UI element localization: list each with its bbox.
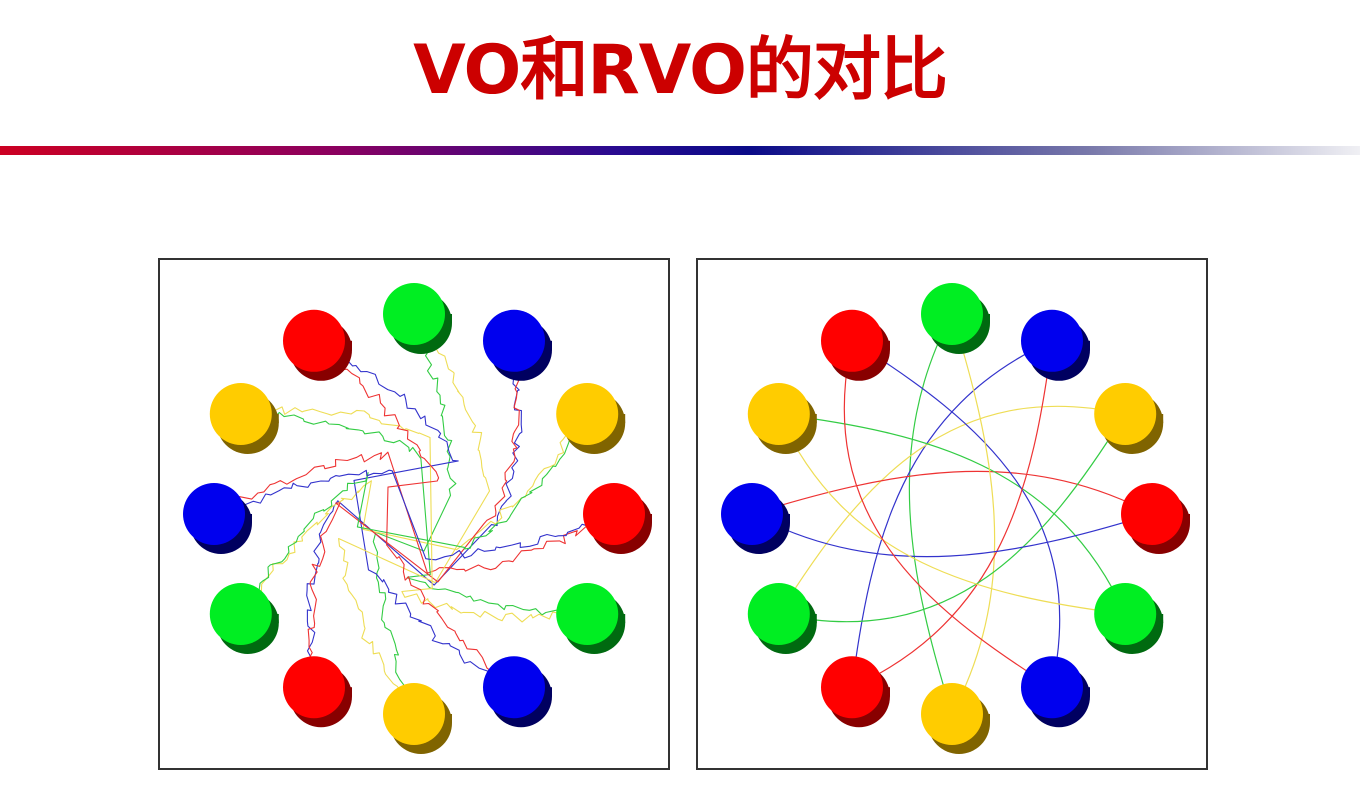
agent-trail-blue [751, 513, 1153, 558]
agent-trail-yellow [338, 316, 491, 715]
agent-yellow-disc [209, 383, 279, 454]
agent-blue-disc [483, 309, 552, 381]
agent-trail-yellow [778, 405, 1126, 615]
agent-yellow-disc [747, 383, 817, 454]
agent-trail-green [908, 313, 953, 715]
agents [183, 283, 652, 754]
slide-title: VO和RVO的对比 [413, 31, 948, 110]
agent-trails [211, 313, 618, 716]
agent-trail-red [307, 337, 520, 688]
agent-red-disc [583, 483, 652, 554]
agent-red-disc [821, 656, 890, 728]
agent-trail-blue [306, 340, 523, 684]
agent-green-disc [383, 283, 452, 354]
agent-trail-red [751, 470, 1153, 515]
agent-trail-green [778, 413, 1126, 623]
agent-green-disc [921, 283, 990, 354]
vo-simulation-canvas [183, 283, 652, 754]
agent-trail-red [211, 451, 615, 574]
agent-blue-disc [721, 483, 790, 554]
agent-blue-disc [1021, 309, 1090, 381]
vo-simulation-figure [158, 258, 670, 770]
agent-trail-yellow [778, 413, 1126, 615]
agent-trail-yellow [240, 406, 589, 623]
rvo-simulation-canvas [721, 283, 1190, 754]
agent-blue-disc [1021, 656, 1090, 728]
agent-green-disc [747, 583, 817, 654]
agent-red-disc [283, 656, 352, 728]
agent-trails [751, 313, 1153, 715]
agent-trail-red [843, 340, 1053, 688]
agent-trail-green [778, 413, 1126, 615]
agent-red-disc [821, 309, 890, 381]
agent-trail-blue [213, 469, 618, 561]
rvo-simulation-figure [696, 258, 1208, 770]
agent-red-disc [283, 309, 352, 381]
agent-trail-green [372, 313, 457, 716]
agent-red-disc [1121, 483, 1190, 554]
title-divider [0, 146, 1360, 155]
agent-trail-red [851, 340, 1053, 688]
agent-trail-yellow [951, 313, 996, 715]
agent-green-disc [209, 583, 279, 654]
agent-yellow-disc [383, 683, 452, 754]
agents [721, 283, 1190, 754]
agent-trail-green [240, 413, 584, 615]
agent-yellow-disc [921, 683, 990, 754]
agent-trail-red [313, 340, 514, 691]
agent-green-disc [556, 583, 626, 654]
agent-green-disc [1094, 583, 1164, 654]
agent-trail-blue [851, 340, 1053, 688]
agent-trail-green [239, 409, 588, 616]
agent-yellow-disc [1094, 383, 1164, 454]
agent-trail-blue [314, 342, 515, 688]
agent-blue-disc [483, 656, 552, 728]
agent-blue-disc [183, 483, 252, 554]
agent-yellow-disc [556, 383, 626, 454]
agent-trail-yellow [236, 413, 588, 619]
agent-trail-blue [851, 340, 1061, 688]
